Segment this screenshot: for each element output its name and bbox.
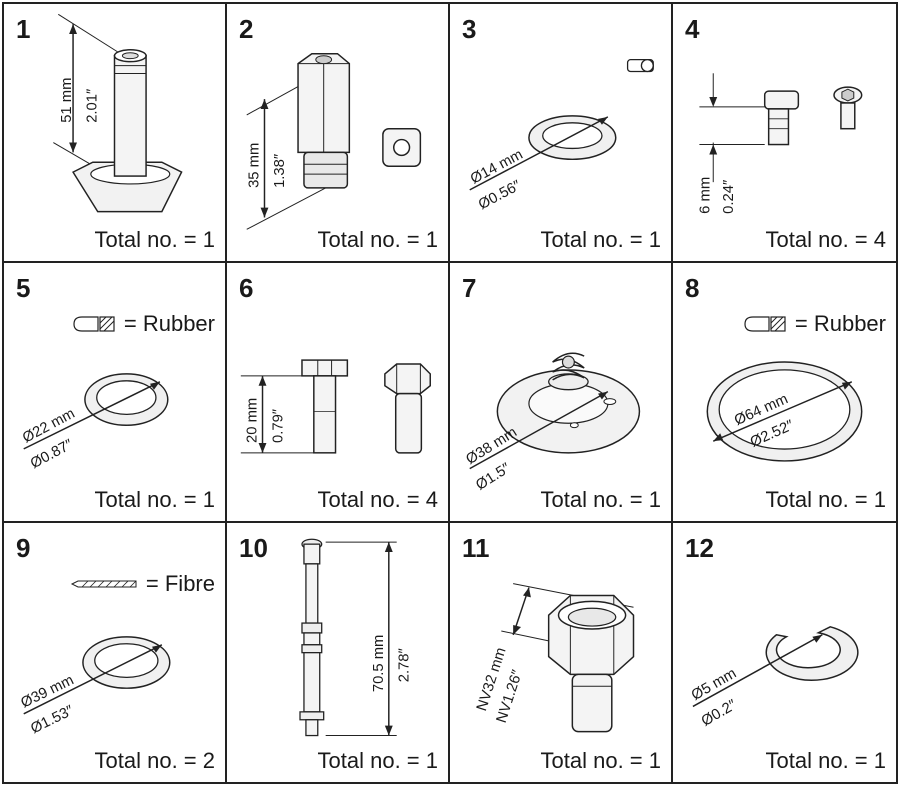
dim-mm: 51 mm [59,78,75,123]
dim-inch: Ø0.2″ [698,696,739,730]
part-number: 3 [462,14,477,44]
total-count: Total no. = 1 [765,486,886,512]
split-washer-drawing: Ø5 mm Ø0.2″ [688,625,859,730]
legend-label: = Fibre [145,570,215,596]
part-number: 8 [685,273,700,304]
total-count: Total no. = 1 [540,227,661,253]
total-count: Total no. = 4 [317,486,438,512]
part-number: 9 [16,532,31,563]
part-cell-1: 1 51 mm 2.01″ Total no. = 1 [4,4,227,264]
part-cell-2: 2 35 mm 1.38″ Total no. = 1 [227,4,450,264]
part-cell-10: 10 70.5 mm 2.78″ Total no. = 1 [227,522,450,782]
material-legend: = Fibre [70,571,215,597]
total-count: Total no. = 1 [317,748,438,773]
total-count: Total no. = 1 [765,748,886,773]
part-number: 12 [685,532,714,563]
part-cell-6: 6 20 mm 0.79″ Total no. = 4 [227,263,450,523]
part-number: 4 [685,14,700,44]
material-legend: = Rubber [743,311,886,337]
dim-inch: Ø1.5″ [473,461,513,494]
armature-tube-drawing: 51 mm 2.01″ [53,13,183,213]
part-cell-9: 9 = Fibre Ø39 mm Ø1.53″ Total no. = 2 [4,522,227,782]
hex-bolt-drawing: 20 mm 0.79″ [240,359,431,454]
dim-mm: 70.5 mm [371,634,387,692]
total-count: Total no. = 1 [94,227,215,253]
dim-mm: 20 mm [245,398,261,443]
material-legend: = Rubber [72,311,215,337]
legend-label: = Rubber [794,311,886,337]
valve-stem-drawing: 70.5 mm 2.78″ [299,538,413,736]
part-cell-5: 5 = Rubber Ø22 mm Ø0.87″ Total no. = 1 [4,263,227,523]
total-count: Total no. = 1 [94,486,215,512]
hatch-section-icon [744,316,786,332]
dim-inch: 2.01″ [85,89,101,123]
dim-inch: 0.79″ [270,409,286,443]
part-cell-7: 7 Ø38 mm Ø1.5″ Total no. = 1 [450,263,673,523]
part-number: 2 [239,14,254,44]
part-number: 5 [16,273,31,304]
hex-adapter-drawing: 35 mm 1.38″ [246,52,422,230]
diaphragm-spring-drawing: Ø38 mm Ø1.5″ [463,352,641,494]
rubber-ring-drawing: Ø22 mm Ø0.87″ [20,373,169,472]
fibre-section-icon [70,580,137,588]
large-rubber-ring-drawing: Ø64 mm Ø2.52″ [706,361,863,463]
socket-screw-drawing: 6 mm 0.24″ [697,73,863,214]
dim-inch: 0.24″ [721,180,737,214]
part-cell-4: 4 6 mm 0.24″ Total no. = 4 [673,4,896,264]
hex-nut-fitting-drawing: NV32 mm NV1.26″ [474,582,635,732]
part-number: 10 [239,532,268,563]
hatch-section-icon [73,316,115,332]
dim-mm: 6 mm [697,177,713,214]
part-cell-8: 8 = Rubber Ø64 mm Ø2.52″ Total no. = 1 [673,263,896,523]
legend-label: = Rubber [123,311,215,337]
part-number: 1 [16,14,31,44]
dim-inch: 1.38″ [272,154,288,188]
dim-mm: Ø38 mm [463,425,520,469]
dim-mm: 35 mm [247,143,263,188]
part-number: 11 [462,532,490,563]
part-number: 7 [462,273,477,304]
part-cell-11: 11 NV32 mm NV1.26″ Total no. = 1 [450,522,673,782]
total-count: Total no. = 1 [317,227,438,253]
o-ring-drawing: Ø14 mm Ø0.56″ [468,59,654,213]
part-cell-3: 3 Ø14 mm Ø0.56″ Total no. = 1 [450,4,673,264]
total-count: Total no. = 1 [540,486,661,512]
fibre-washer-drawing: Ø39 mm Ø1.53″ [18,635,171,737]
dim-inch: 2.78″ [397,648,413,682]
total-count: Total no. = 2 [94,748,215,773]
total-count: Total no. = 1 [540,748,661,773]
part-cell-12: 12 Ø5 mm Ø0.2″ Total no. = 1 [673,523,896,782]
part-number: 6 [239,273,254,304]
total-count: Total no. = 4 [765,227,886,253]
